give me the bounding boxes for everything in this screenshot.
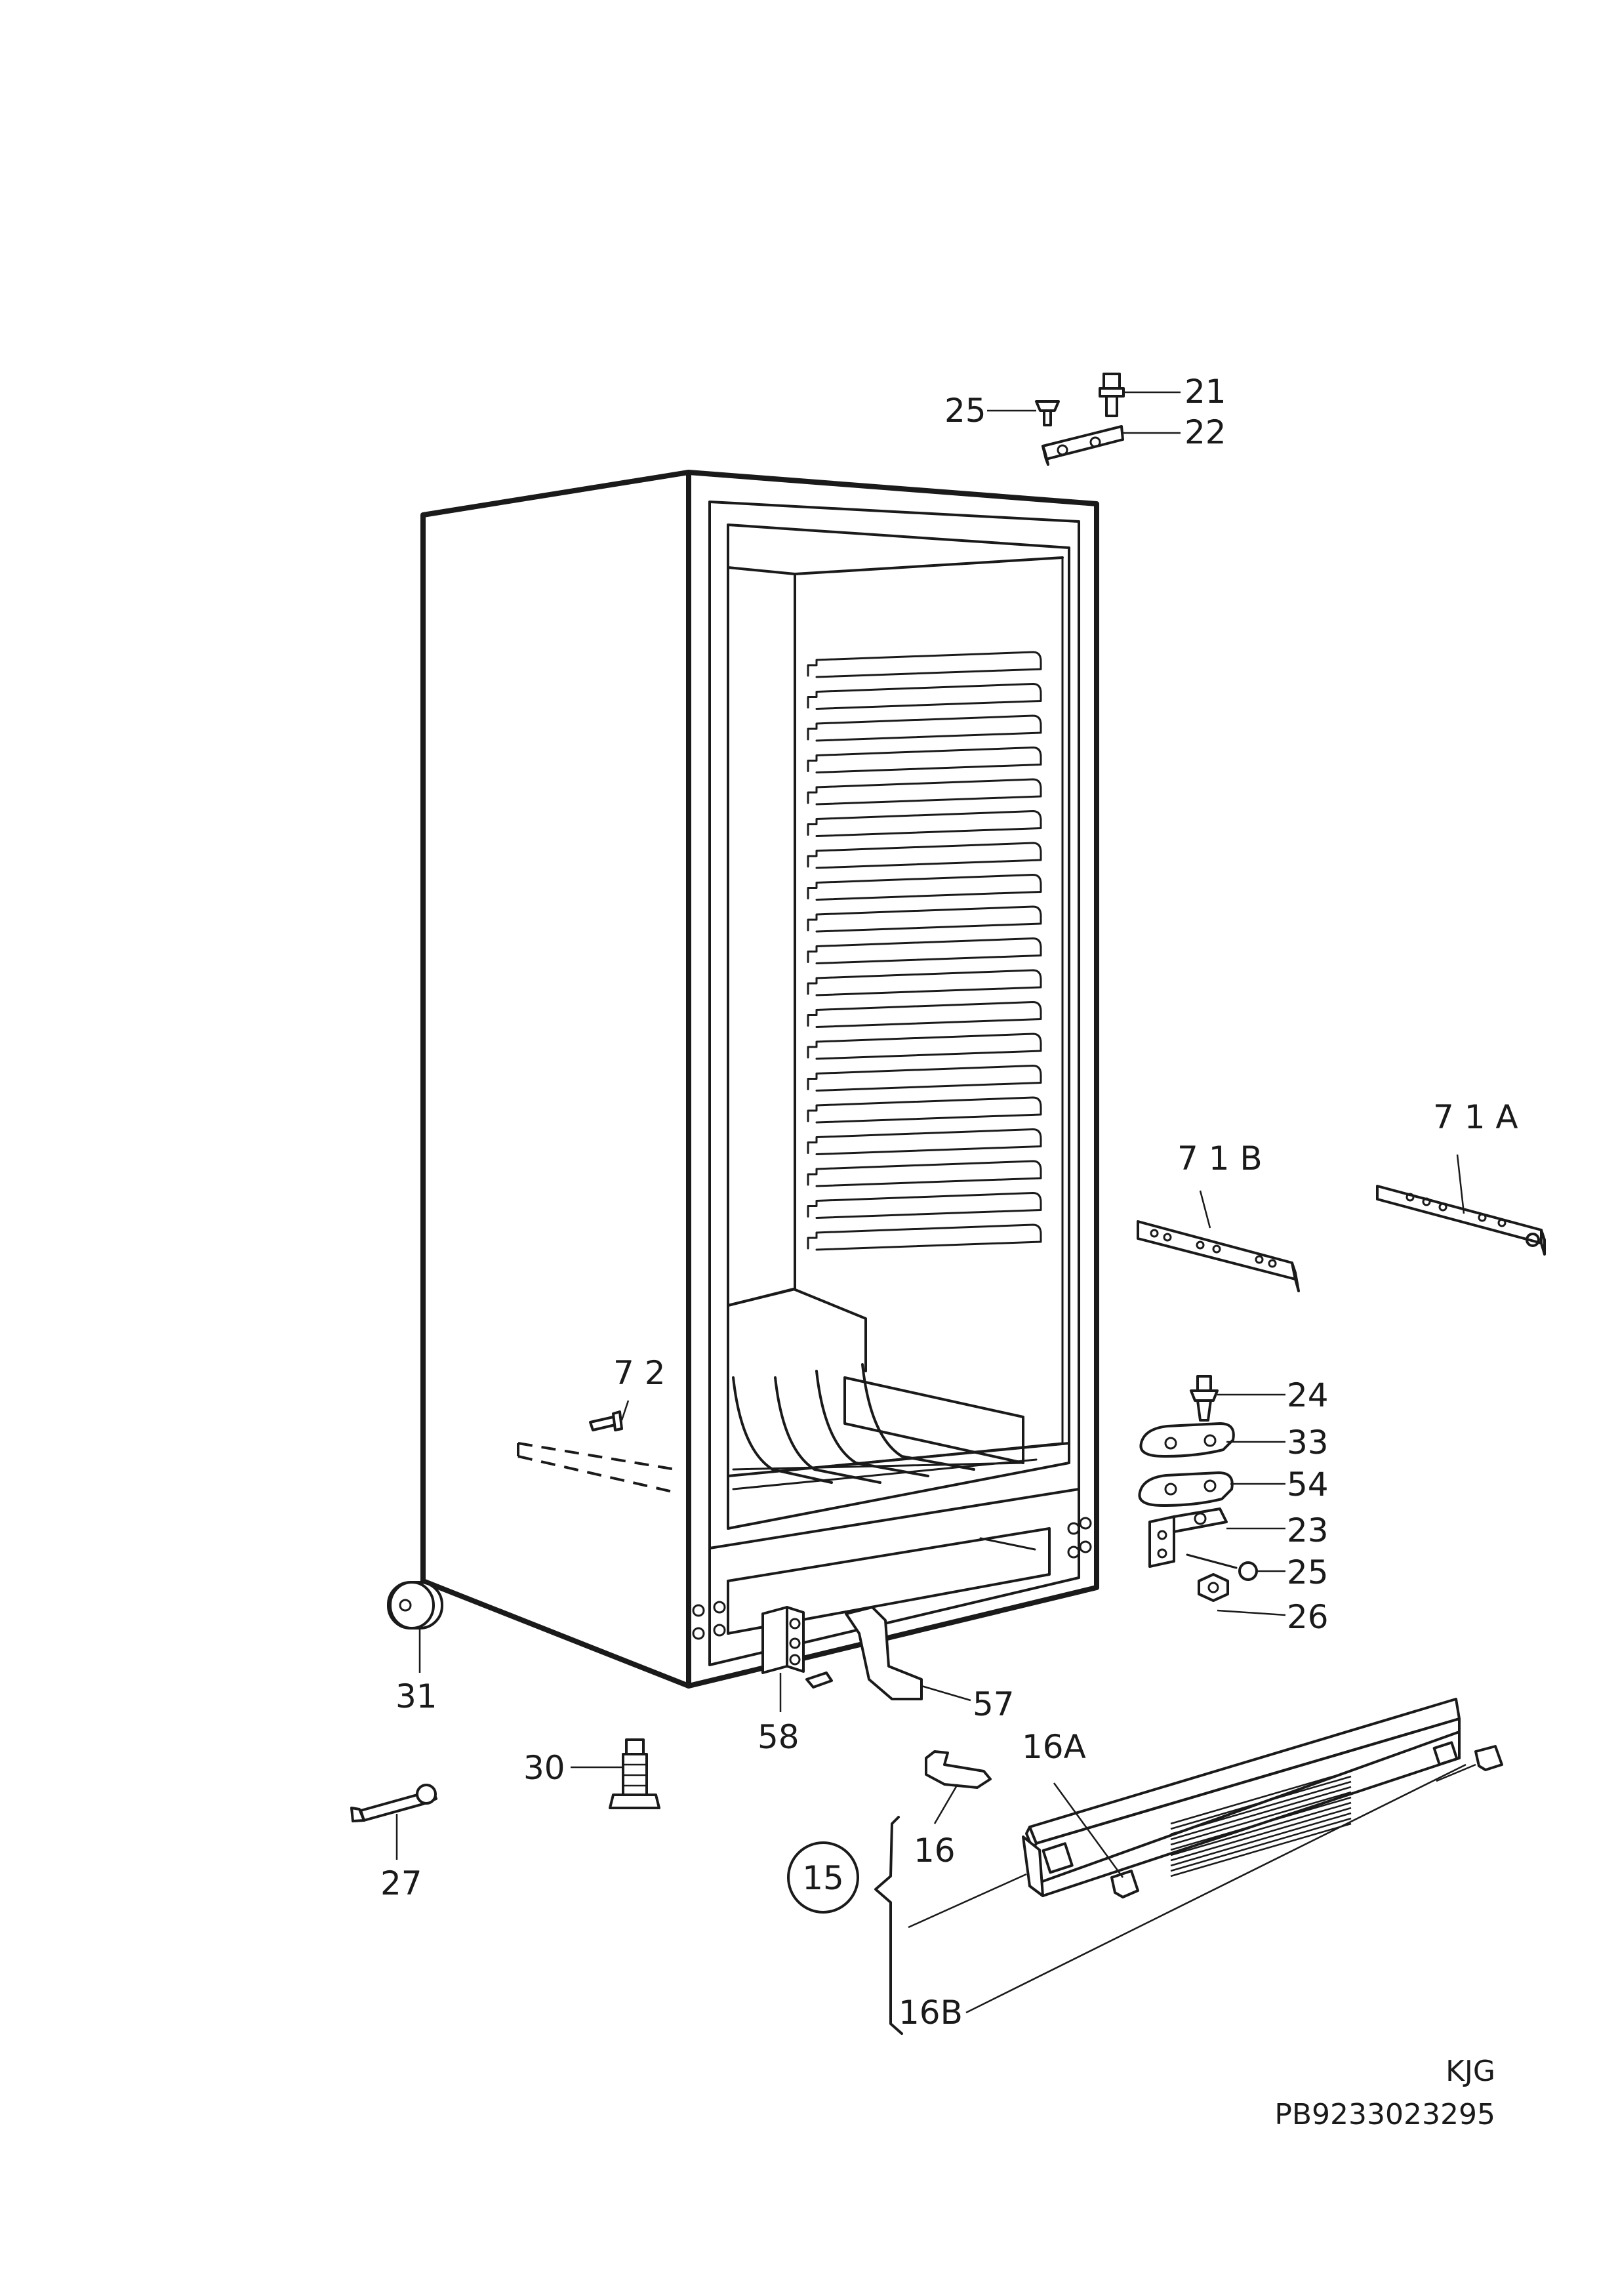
- shelf-rib: [807, 1033, 1042, 1060]
- part-71a-rail: [1376, 1154, 1546, 1256]
- shelf-rib: [807, 905, 1042, 933]
- drawing-part-number: PB9233023295: [1274, 2098, 1495, 2131]
- label-15: 15: [802, 1859, 844, 1897]
- part-58-hinge-block: [761, 1606, 833, 1712]
- vent-slat: [1170, 1770, 1352, 1825]
- vent-slat: [1170, 1817, 1352, 1872]
- part-57-door-stop: [845, 1606, 971, 1702]
- shelf-rib: [807, 1192, 1042, 1219]
- part-25-top-screw: [987, 400, 1060, 426]
- vent-slat: [1170, 1807, 1352, 1862]
- shelf-rib: [807, 842, 1042, 869]
- label-24: 24: [1287, 1376, 1329, 1414]
- label-21: 21: [1184, 373, 1226, 411]
- part-21-hinge-pin: [1099, 373, 1181, 417]
- shelf-rib: [807, 651, 1042, 678]
- shelf-rib: [807, 1001, 1042, 1028]
- part-labels: 21 22 25 7 1 A 7 1 B 7 2 24 33 54 23 25 …: [380, 373, 1518, 2032]
- part-33-plate: [1139, 1422, 1285, 1458]
- cabinet: [420, 470, 1099, 1689]
- frame-holes: [692, 1517, 1092, 1640]
- part-22-top-hinge: [1042, 425, 1181, 466]
- label-22: 22: [1184, 413, 1226, 451]
- label-71b: 7 1 B: [1177, 1139, 1263, 1178]
- label-16a: 16A: [1022, 1728, 1086, 1766]
- shelf-rib: [807, 1160, 1042, 1187]
- plinth-vents: [1170, 1770, 1352, 1877]
- shelf-rib: [807, 937, 1042, 964]
- part-26-nut: [1198, 1573, 1286, 1616]
- drawing-code: KJG: [1446, 2055, 1495, 2088]
- label-33: 33: [1287, 1424, 1329, 1462]
- shelf-rib: [807, 969, 1042, 996]
- shelf-rib: [807, 1065, 1042, 1092]
- part-31-foot: [387, 1581, 443, 1673]
- vent-slat: [1170, 1791, 1352, 1846]
- footer-reference: KJG PB9233023295: [1274, 2055, 1495, 2131]
- part-54-shim: [1138, 1471, 1285, 1507]
- shelf-rib: [807, 810, 1042, 837]
- vent-slat: [1170, 1801, 1352, 1856]
- label-23: 23: [1287, 1511, 1329, 1549]
- vent-slat: [1170, 1780, 1352, 1835]
- part-23-bottom-hinge: [1148, 1507, 1285, 1568]
- part-16a-caps: [1053, 1745, 1503, 1898]
- shelf-rib: [807, 683, 1042, 710]
- vent-slat: [1170, 1796, 1352, 1851]
- label-16: 16: [914, 1832, 956, 1870]
- shelf-rib: [807, 714, 1042, 742]
- group-15-bracket: [787, 1763, 1466, 2035]
- label-31: 31: [395, 1677, 437, 1715]
- label-25-top: 25: [944, 392, 986, 430]
- shelf-ribs: [807, 651, 1042, 1251]
- vent-slat: [1170, 1786, 1352, 1841]
- label-26: 26: [1287, 1598, 1329, 1636]
- shelf-rib: [807, 1096, 1042, 1124]
- shelf-rib: [807, 1128, 1042, 1155]
- vent-slat: [1170, 1822, 1352, 1877]
- part-71b-rail: [1137, 1190, 1300, 1292]
- label-16b: 16B: [899, 1994, 963, 2032]
- label-72: 7 2: [613, 1354, 666, 1392]
- label-58: 58: [758, 1718, 799, 1756]
- label-71a: 7 1 A: [1433, 1098, 1518, 1136]
- vent-slat: [1170, 1775, 1352, 1830]
- part-25-lower-screw: [1186, 1553, 1285, 1581]
- part-15-plinth: [1022, 1698, 1461, 1897]
- part-27-wrench: [350, 1784, 437, 1860]
- label-57: 57: [973, 1685, 1015, 1723]
- part-24-pin: [1190, 1375, 1285, 1422]
- label-25-lower: 25: [1287, 1553, 1329, 1591]
- label-54: 54: [1287, 1466, 1329, 1504]
- shelf-rib: [807, 874, 1042, 901]
- vent-slat: [1170, 1812, 1352, 1867]
- part-30-adjustable-foot: [571, 1738, 660, 1809]
- shelf-rib: [807, 778, 1042, 806]
- label-30: 30: [523, 1749, 565, 1787]
- label-27: 27: [380, 1864, 422, 1902]
- shelf-rib: [807, 747, 1042, 773]
- part-72-screw: [517, 1400, 676, 1494]
- shelf-rib: [807, 1223, 1042, 1251]
- part-16-clip: [925, 1750, 992, 1824]
